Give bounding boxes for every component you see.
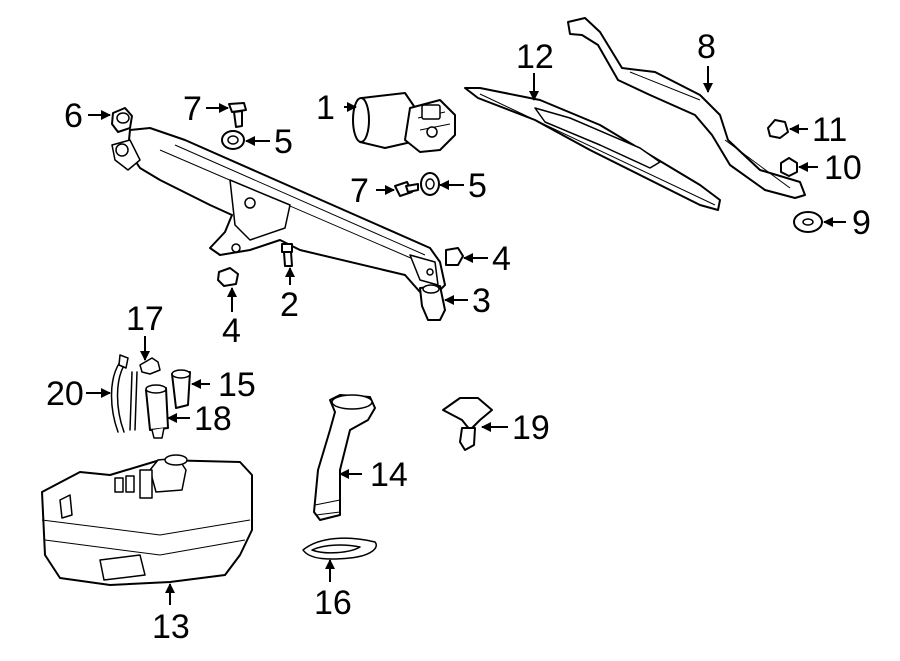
wiper-motor	[352, 92, 456, 153]
bolt-7-middle	[394, 181, 419, 197]
callout-15: 15	[218, 366, 256, 404]
callout-labels: 1 2 3 4 4 5 5 6 7 7 8 9 10 11 12 13 14 1…	[46, 28, 871, 646]
callout-3: 3	[472, 282, 491, 320]
callout-16: 16	[314, 584, 352, 622]
callout-7b: 7	[350, 172, 369, 210]
filler-neck	[313, 394, 376, 521]
washer-pump	[145, 384, 169, 439]
grommet-5-top	[221, 130, 245, 150]
bushing-6	[111, 107, 133, 133]
nut-10	[780, 157, 798, 177]
callout-10: 10	[824, 149, 862, 187]
washer-nozzle	[442, 397, 493, 451]
bolt-7-top	[228, 102, 247, 128]
nut-4-bottom	[217, 267, 239, 287]
wiper-linkage-frame	[111, 127, 446, 301]
nut-4-right	[445, 247, 464, 266]
callout-11: 11	[812, 111, 847, 149]
gasket	[302, 537, 377, 560]
callout-6: 6	[64, 97, 83, 135]
callout-4b: 4	[492, 240, 511, 278]
washer-hose	[110, 354, 161, 433]
washer-9	[793, 211, 823, 233]
callout-7a: 7	[183, 90, 202, 128]
wiper-arm	[567, 17, 806, 199]
callout-13: 13	[152, 608, 190, 646]
callout-5a: 5	[274, 123, 293, 161]
cap-11	[767, 119, 789, 139]
callout-20: 20	[46, 375, 84, 413]
callout-5b: 5	[468, 167, 487, 205]
leader-lines	[86, 66, 846, 605]
grommet-5-middle	[420, 172, 440, 196]
washer-reservoir	[41, 454, 253, 586]
callout-2: 2	[280, 286, 299, 324]
pump-cap	[171, 369, 191, 409]
callout-18: 18	[194, 400, 232, 438]
wiper-blade	[464, 87, 721, 211]
callout-17: 17	[126, 300, 164, 338]
callout-4a: 4	[222, 312, 241, 350]
callout-14: 14	[370, 456, 408, 494]
callout-12: 12	[516, 38, 554, 76]
callout-8: 8	[697, 28, 716, 66]
pivot-shaft	[419, 284, 446, 321]
callout-19: 19	[512, 409, 550, 447]
callout-1: 1	[316, 89, 335, 127]
callout-9: 9	[852, 204, 871, 242]
stud-2	[281, 243, 293, 267]
